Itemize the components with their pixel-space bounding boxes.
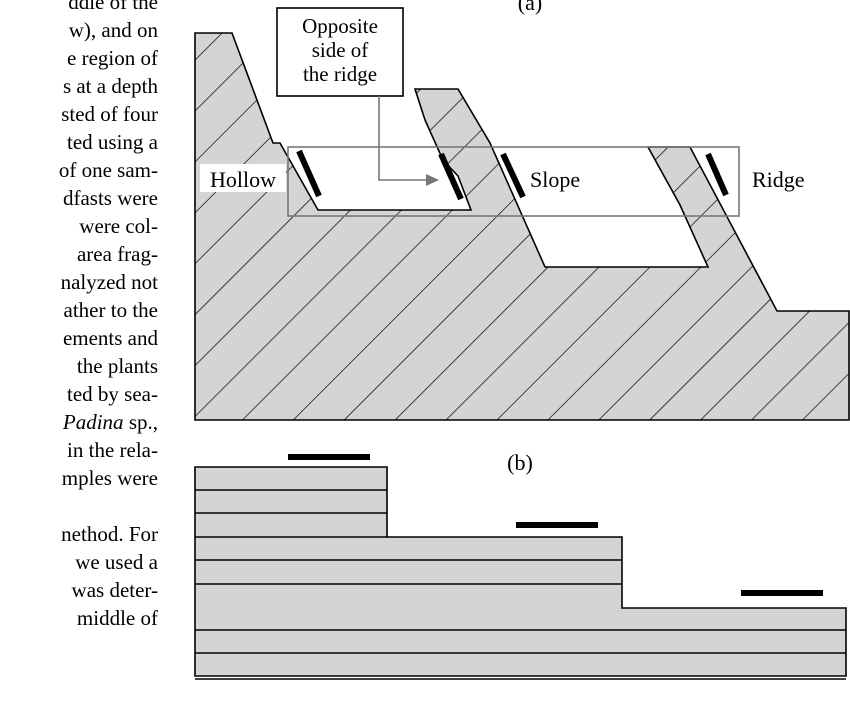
study-area-box xyxy=(287,146,740,217)
panel-b-label: (b) xyxy=(507,450,533,475)
text-line: ted by sea- xyxy=(67,382,158,406)
text-line: ements and xyxy=(62,326,158,350)
text-line: was deter- xyxy=(71,578,158,602)
strata-lines xyxy=(195,489,846,654)
text-line: nethod. For xyxy=(61,522,158,546)
step-profile xyxy=(194,466,847,677)
text-line: ather to the xyxy=(63,298,158,322)
text-line: mples were xyxy=(61,466,158,490)
callout-arrow xyxy=(378,96,428,181)
sample-bar xyxy=(438,152,464,201)
text-line: we used a xyxy=(75,550,158,574)
text-line: w), and on xyxy=(68,18,158,42)
text-line-italic: Padina sp., xyxy=(62,410,158,434)
text-line: middle of xyxy=(76,606,158,630)
text-line: sted of four xyxy=(61,102,158,126)
reef-profile xyxy=(194,32,850,421)
label-ridge: Ridge xyxy=(752,167,805,192)
callout-box xyxy=(276,7,404,97)
text-line: e region of xyxy=(67,46,158,70)
arrow-head-icon xyxy=(426,174,439,186)
label-slope: Slope xyxy=(530,167,580,192)
text-column: ddle of the w), and on e region of s at … xyxy=(0,0,158,704)
label-hollow: Hollow xyxy=(210,167,276,192)
sample-bar xyxy=(500,152,526,199)
text-line: the plants xyxy=(76,354,158,378)
panel-a-label: (a) xyxy=(518,0,542,15)
text-line: area frag- xyxy=(76,242,158,266)
sample-bar xyxy=(705,152,729,197)
text-line: ddle of the xyxy=(68,0,158,14)
text-line: in the rela- xyxy=(67,438,158,462)
callout-line: Opposite xyxy=(302,14,378,38)
text-line: were col- xyxy=(79,214,158,238)
text-line: s at a depth xyxy=(62,74,158,98)
callout-line: side of xyxy=(312,38,369,62)
text-line: nalyzed not xyxy=(60,270,158,294)
text-line: ted using a xyxy=(67,130,158,154)
sample-bar xyxy=(296,149,322,198)
text-line: dfasts were xyxy=(62,186,158,210)
callout-line: the ridge xyxy=(303,62,377,86)
text-line: of one sam- xyxy=(58,158,158,182)
